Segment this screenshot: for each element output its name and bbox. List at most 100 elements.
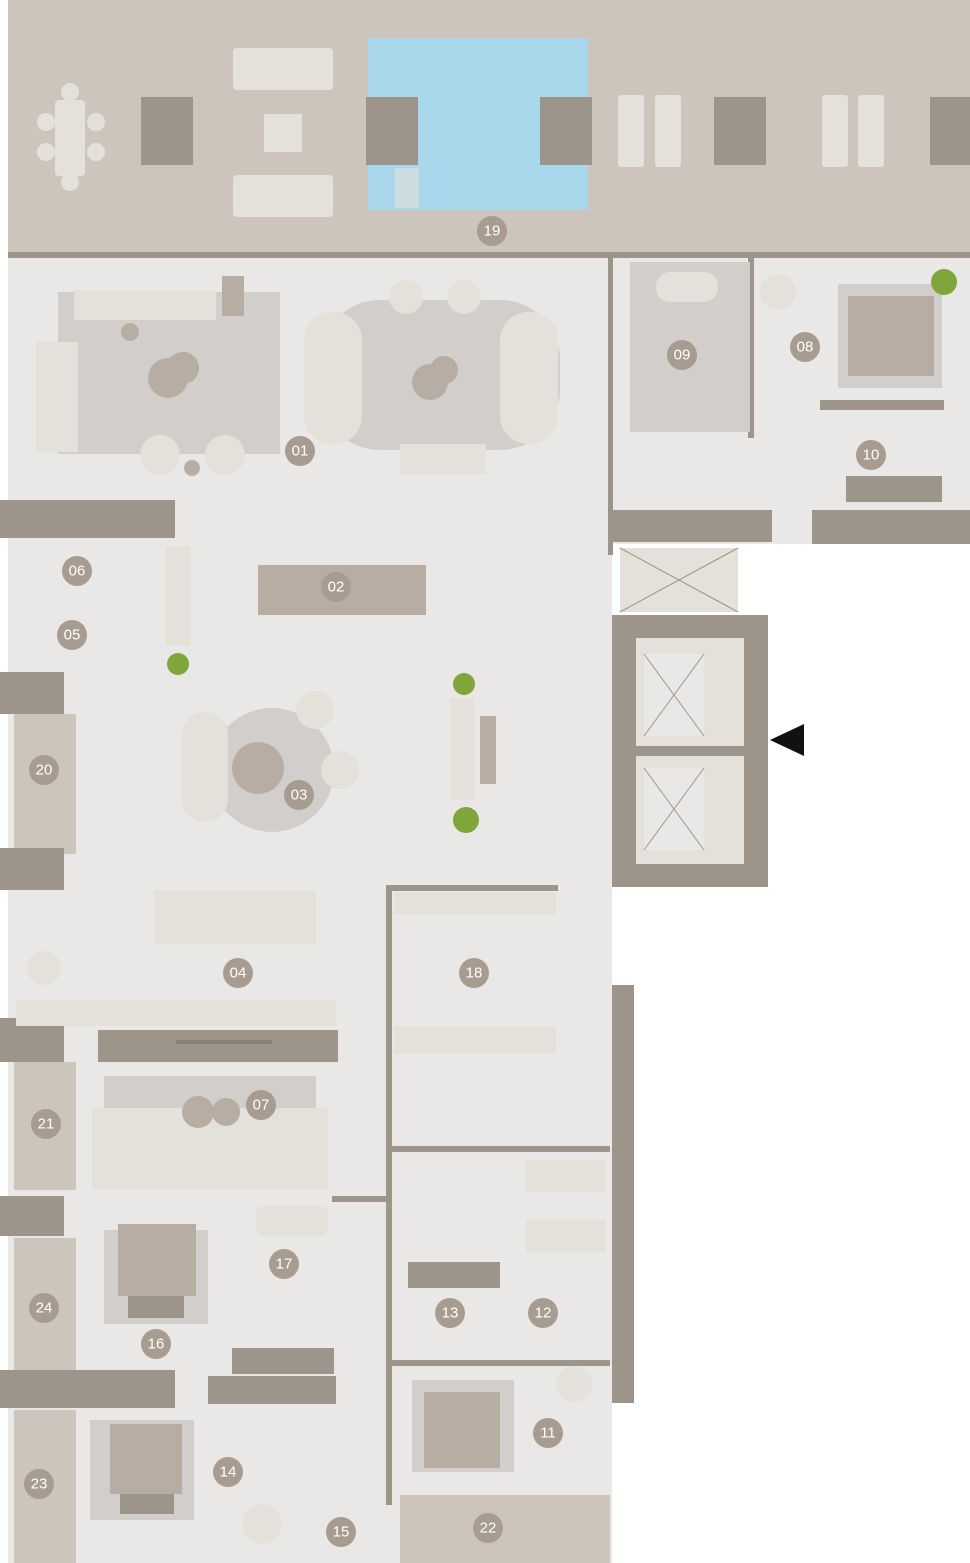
svg-text:11: 11 (540, 1425, 556, 1442)
sun-lounger (858, 95, 884, 167)
terrace-planter (930, 97, 970, 165)
curved-sofa (182, 712, 228, 822)
side-table (121, 323, 139, 341)
wardrobe (208, 1376, 336, 1404)
wardrobe (232, 1348, 334, 1374)
terrace-coffee-table (264, 114, 302, 152)
wall (608, 255, 613, 555)
room-badge-15: 15 (326, 1517, 356, 1547)
svg-text:21: 21 (38, 1116, 55, 1133)
round-coffee-table (232, 742, 284, 794)
entrance-arrow-icon (770, 724, 804, 756)
wall (612, 510, 772, 542)
svg-text:20: 20 (36, 762, 53, 779)
room-badge-04: 04 (223, 958, 253, 988)
terrace-planter (540, 97, 592, 165)
wall (0, 500, 175, 538)
sun-lounger (822, 95, 848, 167)
room-badge-16: 16 (141, 1329, 171, 1359)
terrace-area (8, 0, 970, 256)
room-badge-18: 18 (459, 958, 489, 988)
svg-text:10: 10 (863, 447, 880, 464)
room-badge-22: 22 (473, 1513, 503, 1543)
bed (110, 1424, 182, 1494)
wall (0, 672, 64, 714)
room-badge-06: 06 (62, 556, 92, 586)
svg-text:06: 06 (69, 563, 86, 580)
pool-steps (395, 168, 419, 208)
armchair (321, 751, 359, 789)
room-badge-13: 13 (435, 1298, 465, 1328)
curved-sofa (304, 312, 362, 444)
room-badge-08: 08 (790, 332, 820, 362)
single-bed (526, 1160, 606, 1192)
terrace-chair (37, 143, 55, 161)
terrace-dining-table (55, 100, 85, 176)
room-badge-05: 05 (57, 620, 87, 650)
lounge-chair (389, 280, 423, 314)
furniture (16, 262, 944, 1544)
room-badge-11: 11 (533, 1418, 563, 1448)
coffee-table (430, 356, 458, 384)
terrace-planter (141, 97, 193, 165)
plants (167, 269, 957, 833)
terrace-planter (714, 97, 766, 165)
room-badge-17: 17 (269, 1249, 299, 1279)
svg-text:03: 03 (291, 787, 308, 804)
bookshelf (165, 546, 191, 646)
bed (118, 1224, 196, 1296)
svg-text:08: 08 (797, 339, 814, 356)
terrace-chair (37, 113, 55, 131)
svg-text:16: 16 (148, 1336, 165, 1353)
svg-text:01: 01 (292, 443, 309, 460)
svg-text:04: 04 (230, 965, 247, 982)
tv-unit (176, 1040, 272, 1044)
room-badge-10: 10 (856, 440, 886, 470)
plant-icon (931, 269, 957, 295)
bed-bench (120, 1494, 174, 1514)
plant-icon (453, 807, 479, 833)
svg-text:07: 07 (253, 1097, 270, 1114)
kitchen-counter (394, 1026, 556, 1054)
room-badge-19: 19 (477, 216, 507, 246)
sun-lounger (618, 95, 644, 167)
room-badge-21: 21 (31, 1109, 61, 1139)
kitchen-island (154, 890, 316, 944)
wall (748, 258, 754, 438)
wall (386, 885, 392, 1505)
side-table (184, 460, 200, 476)
wall (0, 848, 64, 890)
terrace-sofa (233, 175, 333, 217)
svg-text:15: 15 (333, 1524, 350, 1541)
single-bed (526, 1220, 606, 1252)
wall (812, 510, 970, 544)
svg-text:05: 05 (64, 627, 81, 644)
console-bench (450, 698, 474, 800)
bed (848, 296, 934, 376)
room-badge-12: 12 (528, 1298, 558, 1328)
terrace-chair (87, 143, 105, 161)
wall (386, 885, 558, 891)
terrace-chair (61, 173, 79, 191)
wall (392, 1360, 610, 1366)
room-badges: 01 02 03 04 05 06 07 08 09 10 11 12 13 1… (24, 216, 886, 1547)
terrace-chair (87, 113, 105, 131)
armchair (556, 1366, 592, 1402)
sofa (74, 290, 216, 320)
armchair (760, 274, 796, 310)
svg-text:22: 22 (480, 1520, 497, 1537)
svg-text:14: 14 (220, 1464, 237, 1481)
plant-icon (453, 673, 475, 695)
armchair (27, 951, 61, 985)
room-badge-24: 24 (29, 1293, 59, 1323)
room-badge-03: 03 (284, 780, 314, 810)
sun-lounger (655, 95, 681, 167)
coffee-table (167, 352, 199, 384)
svg-text:13: 13 (442, 1305, 459, 1322)
room-badge-20: 20 (29, 755, 59, 785)
room-badge-09: 09 (667, 340, 697, 370)
wall (332, 1196, 388, 1202)
lift-core (619, 547, 744, 864)
room-badge-23: 23 (24, 1469, 54, 1499)
svg-text:12: 12 (535, 1305, 552, 1322)
